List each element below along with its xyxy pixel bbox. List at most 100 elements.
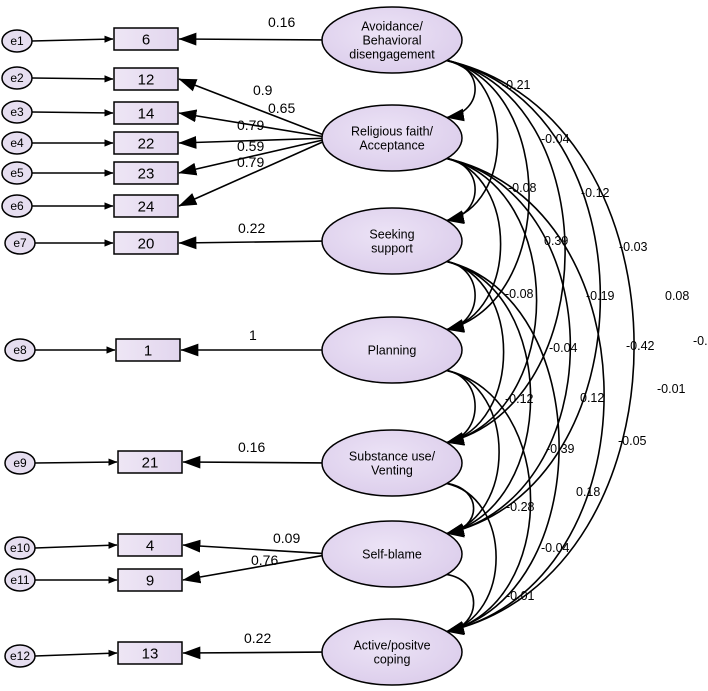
error-path-e3: [31, 109, 114, 117]
covariance-value-avoid-plan: -0.12: [581, 186, 610, 200]
covariance-value-blame-active: -0.01: [506, 589, 535, 603]
error-node-e1: [1, 29, 33, 53]
covariance-path-blame-active: [428, 565, 475, 636]
error-path-e1: [31, 35, 114, 43]
latent-label-blame: Self-blame: [362, 548, 422, 562]
indicator-label-22: 22: [138, 136, 155, 153]
loading-value-6: 0.16: [268, 14, 295, 30]
error-node-e8: [4, 338, 36, 362]
error-label-e12: e12: [10, 649, 30, 663]
covariance-value-relig-subst: -0.19: [586, 289, 615, 303]
covariance-path-relig-active: [428, 148, 605, 634]
latent-label-avoid: Behavioral: [362, 34, 421, 48]
loading-path-seek-20: [178, 236, 325, 250]
covariance-path-avoid-seek: [428, 50, 499, 223]
loading-value-4: 0.09: [273, 530, 300, 546]
error-label-e6: e6: [10, 199, 24, 213]
loading-value-9: 0.76: [251, 552, 278, 568]
indicator-box-21: [117, 450, 183, 474]
error-node-e2: [1, 66, 33, 90]
indicator-label-1: 1: [144, 343, 152, 360]
indicator-label-23: 23: [138, 166, 155, 183]
error-node-e11: [4, 568, 36, 592]
covariance-value-relig-seek: -0.08: [508, 181, 537, 195]
latent-label-subst: Substance use/: [349, 450, 436, 464]
loading-path-subst-21: [182, 455, 325, 469]
error-node-e12: [4, 644, 36, 668]
error-node-e4: [1, 131, 33, 155]
error-node-e7: [4, 231, 36, 255]
latent-node-blame: [321, 520, 463, 588]
indicator-box-24: [113, 194, 179, 218]
covariance-path-avoid-active: [428, 50, 635, 634]
indicator-box-9: [117, 568, 183, 592]
error-label-e2: e2: [10, 71, 24, 85]
latent-node-active: [321, 618, 463, 686]
error-label-e10: e10: [10, 541, 30, 555]
loading-value-14: 0.65: [268, 100, 295, 116]
error-path-e9: [34, 458, 118, 466]
covariance-path-relig-plan: [428, 148, 502, 332]
covariance-value-relig-plan: 0.39: [544, 234, 568, 248]
loading-value-24: 0.79: [237, 154, 264, 170]
covariance-value-seek-active: -0.05: [618, 434, 647, 448]
covariance-path-seek-active: [428, 251, 560, 634]
indicator-box-6: [113, 27, 179, 51]
loading-value-23: 0.59: [237, 138, 264, 154]
indicator-box-1: [115, 338, 181, 362]
indicator-box-23: [113, 161, 179, 185]
indicator-label-21: 21: [142, 455, 159, 472]
covariance-value-relig-blame: -0.42: [626, 339, 655, 353]
loading-value-13: 0.22: [244, 630, 271, 646]
error-label-e7: e7: [13, 236, 27, 250]
covariance-value-avoid-active: -0.04: [693, 334, 708, 348]
latent-node-seek: [321, 207, 463, 275]
latent-label-subst: Venting: [371, 464, 413, 478]
covariance-value-subst-blame: -0.28: [506, 500, 535, 514]
error-node-e5: [1, 161, 33, 185]
latent-label-seek: support: [371, 242, 413, 256]
covariance-path-relig-subst: [428, 148, 538, 445]
error-label-e9: e9: [13, 456, 27, 470]
latent-label-active: Active/positve: [353, 639, 430, 653]
covariance-value-avoid-subst: -0.03: [619, 240, 648, 254]
latent-node-subst: [321, 429, 463, 497]
loading-value-12: 0.9: [253, 82, 273, 98]
covariance-path-subst-active: [428, 473, 497, 634]
covariance-path-seek-subst: [428, 251, 505, 445]
indicator-box-22: [113, 131, 179, 155]
covariance-path-seek-blame: [428, 251, 532, 536]
indicator-label-6: 6: [142, 32, 150, 49]
node-layer: e1e2e3e4e5e6e7e8e9e10e11e126121422232420…: [1, 6, 463, 686]
covariance-value-plan-subst: -0.12: [505, 392, 534, 406]
loading-path-avoid-6: [178, 32, 325, 46]
error-label-e1: e1: [10, 34, 24, 48]
loading-path-relig-14: [178, 109, 325, 138]
latent-label-relig: Acceptance: [359, 139, 424, 153]
covariance-path-plan-active: [428, 360, 532, 634]
error-path-e12: [34, 649, 118, 657]
error-label-e4: e4: [10, 136, 24, 150]
error-node-e10: [4, 536, 36, 560]
covariance-path-plan-blame: [428, 360, 500, 536]
label-layer: 0.160.90.650.790.590.790.2210.160.090.76…: [237, 14, 708, 646]
indicator-label-4: 4: [146, 538, 154, 555]
covariance-value-seek-plan: -0.08: [505, 287, 534, 301]
error-label-e5: e5: [10, 166, 24, 180]
covariance-value-avoid-relig: -0.21: [502, 78, 531, 92]
covariance-path-avoid-plan: [428, 50, 530, 332]
latent-label-plan: Planning: [368, 344, 417, 358]
loading-value-21: 0.16: [238, 439, 265, 455]
covariance-value-relig-active: -0.01: [657, 382, 686, 396]
error-path-e10: [34, 541, 118, 549]
indicator-label-9: 9: [146, 573, 154, 590]
loading-value-22: 0.79: [237, 117, 264, 133]
indicator-box-12: [113, 67, 179, 91]
latent-label-relig: Religious faith/: [351, 125, 434, 139]
latent-label-active: coping: [374, 653, 411, 667]
indicator-label-24: 24: [138, 199, 155, 216]
covariance-path-avoid-subst: [428, 50, 566, 445]
loading-path-relig-24: [178, 140, 325, 207]
error-label-e8: e8: [13, 343, 27, 357]
indicator-box-14: [113, 101, 179, 125]
